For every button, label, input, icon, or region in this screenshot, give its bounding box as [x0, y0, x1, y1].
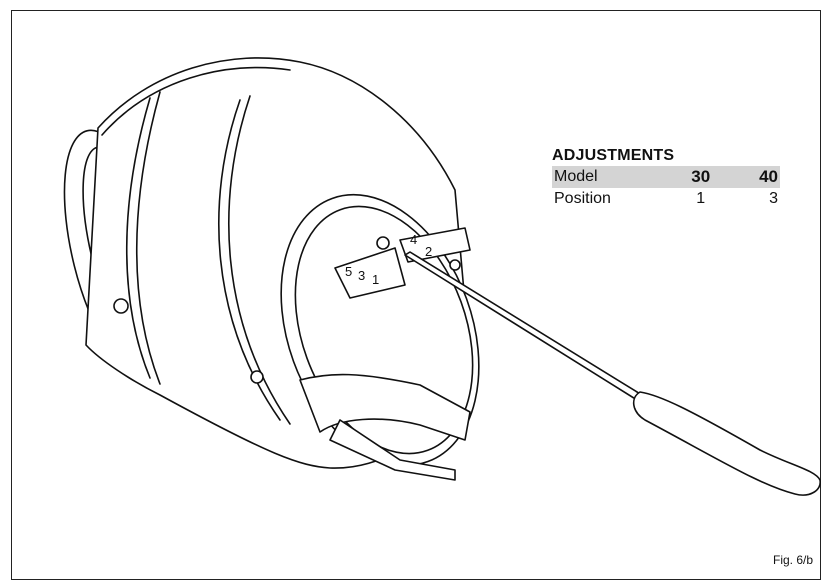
scale-number: 5 — [345, 264, 352, 279]
screwdriver-handle — [632, 391, 821, 496]
figure-frame — [11, 10, 821, 580]
adjustments-row: Position 1 3 — [552, 188, 780, 210]
screw — [449, 259, 461, 271]
row-value: 1 — [696, 190, 706, 207]
damper-blade-lower — [329, 419, 456, 481]
adjustments-table: ADJUSTMENTS Model 30 40 Position 1 3 — [552, 147, 780, 210]
seam-line — [135, 91, 161, 385]
adjustments-header-row: Model 30 40 — [552, 166, 780, 188]
header-value: 30 — [691, 167, 711, 186]
band-line — [101, 66, 291, 136]
figure-label: Fig. 6/b — [773, 553, 814, 567]
screw — [113, 298, 129, 314]
row-value: 3 — [769, 190, 779, 207]
scale-number: 1 — [372, 272, 379, 287]
row-label: Position — [554, 190, 611, 207]
screw — [376, 236, 390, 250]
header-value: 40 — [759, 167, 779, 186]
seam-line — [228, 95, 291, 425]
scale-number: 4 — [410, 232, 417, 247]
scale-number: 2 — [425, 244, 432, 259]
scale-plate — [334, 247, 406, 299]
header-label: Model — [554, 168, 598, 185]
seam-line — [125, 97, 151, 379]
screw — [250, 370, 264, 384]
adjustments-title: ADJUSTMENTS — [552, 147, 675, 164]
scale-number: 3 — [358, 268, 365, 283]
